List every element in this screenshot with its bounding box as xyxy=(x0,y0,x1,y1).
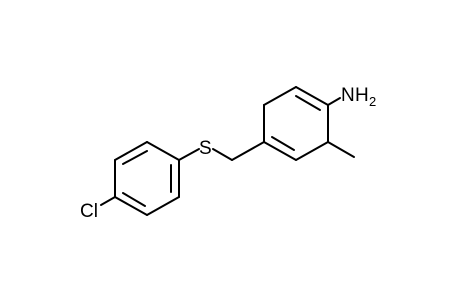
amine-hydrogen-label: H xyxy=(355,85,369,106)
bond-s-ring xyxy=(178,148,200,161)
bond-ring-b-5 xyxy=(114,141,148,161)
bond-ring-a-1 xyxy=(295,86,329,106)
bond-c-methyl xyxy=(327,141,355,158)
bond-ring-b-2 xyxy=(146,196,180,216)
amine-nitrogen-label: N xyxy=(341,85,355,106)
bond-ring-a-double-2 xyxy=(271,136,295,151)
amine-hydrogen-count: 2 xyxy=(369,94,376,109)
bond-ring-b-6 xyxy=(146,141,180,161)
bond-ring-a-6 xyxy=(263,86,297,106)
bond-ring-cl xyxy=(100,196,116,206)
bond-ring-a-3 xyxy=(295,141,329,161)
chlorophenyl-ring xyxy=(114,141,180,216)
bond-ring-ch2 xyxy=(231,141,265,161)
chlorine-label: Cl xyxy=(80,201,98,222)
bond-ch2-s xyxy=(212,148,233,161)
bond-ring-a-double-1 xyxy=(295,95,321,111)
sulfur-label: S xyxy=(199,138,212,159)
bond-ring-b-double-2 xyxy=(122,192,146,207)
bond-ring-b-double-3 xyxy=(122,150,148,165)
aniline-ring xyxy=(263,86,329,161)
bond-ring-b-3 xyxy=(114,196,148,216)
bond-c-n xyxy=(327,97,341,106)
bond-ring-a-4 xyxy=(263,141,297,161)
